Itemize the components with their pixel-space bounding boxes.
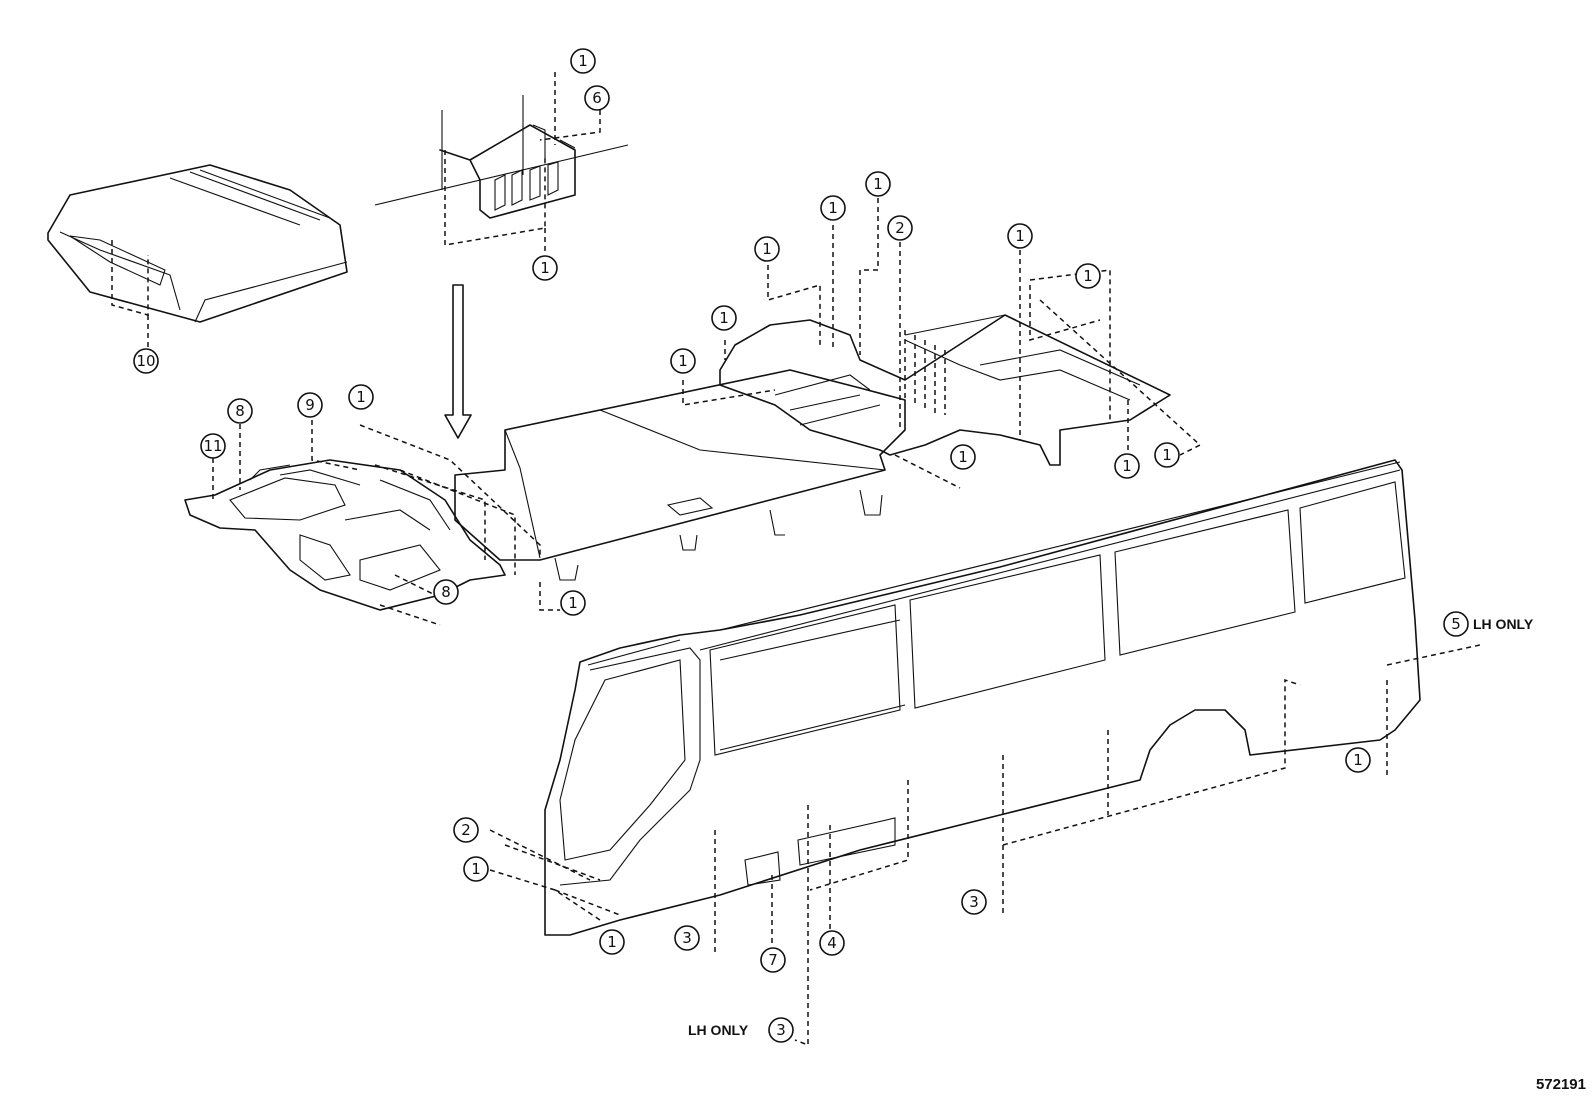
main-floor-panel-drawing xyxy=(454,369,906,581)
svg-text:8: 8 xyxy=(441,583,451,601)
svg-text:3: 3 xyxy=(682,929,692,947)
callout-3-side-front: 3 xyxy=(674,925,700,951)
callout-4-side: 4 xyxy=(819,930,845,956)
callout-1-side-front-b: 1 xyxy=(599,929,625,955)
callout-1-side-front-a: 1 xyxy=(463,856,489,882)
svg-text:4: 4 xyxy=(827,934,837,952)
svg-text:10: 10 xyxy=(136,352,155,370)
callout-9-front-floor: 9 xyxy=(297,392,323,418)
svg-text:1: 1 xyxy=(356,388,366,406)
svg-text:1: 1 xyxy=(471,860,481,878)
callout-1-center-a: 1 xyxy=(670,348,696,374)
svg-text:1: 1 xyxy=(607,933,617,951)
svg-text:1: 1 xyxy=(1083,267,1093,285)
svg-text:6: 6 xyxy=(592,89,602,107)
center-floor-section-drawing xyxy=(719,314,1171,466)
roof-panel-drawing xyxy=(47,164,348,323)
pillar-callout-leaders xyxy=(444,72,601,255)
lh-only-note-right: LH ONLY xyxy=(1473,616,1534,632)
svg-text:1: 1 xyxy=(1122,457,1132,475)
roof-callout-leaders xyxy=(111,240,149,352)
callout-8-front-floor-bottom: 8 xyxy=(433,579,459,605)
svg-text:2: 2 xyxy=(461,821,471,839)
svg-text:1: 1 xyxy=(678,352,688,370)
assembly-arrow xyxy=(444,284,472,439)
figure-id: 572191 xyxy=(1535,1076,1586,1093)
svg-text:9: 9 xyxy=(305,396,315,414)
van-side-callout-leaders xyxy=(489,644,1481,1047)
svg-text:11: 11 xyxy=(203,437,222,455)
callout-2-side-front: 2 xyxy=(453,817,479,843)
callout-1-pillar-top: 1 xyxy=(570,48,596,74)
callout-1-center-i: 1 xyxy=(1114,453,1140,479)
callout-1-center-f: 1 xyxy=(1007,223,1033,249)
callout-6-pillar: 6 xyxy=(584,85,610,111)
svg-text:7: 7 xyxy=(768,951,778,969)
callout-10-roof: 10 xyxy=(133,348,159,374)
center-floor-callout-leaders xyxy=(539,198,1202,611)
svg-text:1: 1 xyxy=(540,259,550,277)
svg-text:2: 2 xyxy=(895,219,905,237)
callout-1-pillar-bottom: 1 xyxy=(532,255,558,281)
svg-text:1: 1 xyxy=(568,594,578,612)
callout-1-center-h: 1 xyxy=(950,444,976,470)
callout-8-front-floor-top: 8 xyxy=(227,398,253,424)
callout-1-center-b: 1 xyxy=(711,305,737,331)
callout-3-side-mid: 3 xyxy=(961,889,987,915)
svg-text:1: 1 xyxy=(719,309,729,327)
svg-text:1: 1 xyxy=(1015,227,1025,245)
callout-1-center-c: 1 xyxy=(754,236,780,262)
svg-text:3: 3 xyxy=(776,1021,786,1039)
callout-7-side: 7 xyxy=(760,947,786,973)
svg-text:3: 3 xyxy=(969,893,979,911)
callout-11-front-floor: 11 xyxy=(200,433,226,459)
svg-text:1: 1 xyxy=(578,52,588,70)
callout-1-center-g: 1 xyxy=(1075,263,1101,289)
svg-text:1: 1 xyxy=(873,175,883,193)
callout-1-side-rear: 1 xyxy=(1345,747,1371,773)
svg-text:1: 1 xyxy=(1353,751,1363,769)
callout-1-front-floor: 1 xyxy=(348,384,374,410)
svg-text:1: 1 xyxy=(958,448,968,466)
front-floor-callout-leaders xyxy=(212,420,541,626)
callout-1-center-d: 1 xyxy=(820,195,846,221)
svg-text:1: 1 xyxy=(828,199,838,217)
callout-3-lh-only-bottom: LH ONLY 3 xyxy=(688,1017,794,1043)
pillar-detail-drawing xyxy=(374,95,629,219)
lh-only-note-bottom: LH ONLY xyxy=(688,1022,749,1038)
svg-text:1: 1 xyxy=(762,240,772,258)
callout-2-center: 2 xyxy=(887,215,913,241)
van-side-panel-drawing xyxy=(544,459,1421,936)
callout-1-center-j: 1 xyxy=(1154,442,1180,468)
callout-1-center-e: 1 xyxy=(865,171,891,197)
svg-text:5: 5 xyxy=(1451,615,1461,633)
callout-1-main-floor: 1 xyxy=(560,590,586,616)
callout-5-lh-only: 5 LH ONLY xyxy=(1443,611,1534,637)
svg-text:1: 1 xyxy=(1162,446,1172,464)
svg-text:8: 8 xyxy=(235,402,245,420)
